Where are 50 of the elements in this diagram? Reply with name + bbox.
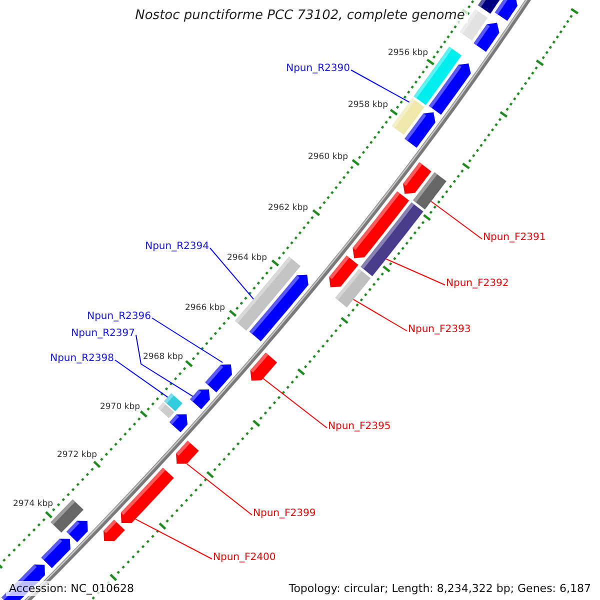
leader-line (210, 248, 254, 300)
gene-feature (190, 389, 210, 410)
gene-name-label: Npun_F2400 (213, 552, 276, 564)
leader-line (114, 360, 168, 398)
gene-name-label: Npun_R2396 (87, 311, 151, 323)
gene-feature (249, 274, 308, 342)
gene-feature (403, 162, 432, 194)
scale-label: 2964 kbp (226, 253, 268, 263)
gene-name-label: Npun_F2399 (253, 508, 316, 520)
leader-line (186, 463, 252, 516)
gene-feature (494, 0, 518, 21)
gene-name-label: Npun_R2394 (145, 241, 209, 253)
gene-feature (250, 352, 277, 381)
scale-label: 2972 kbp (56, 450, 98, 460)
leader-line (386, 258, 446, 286)
scale-label: 2974 kbp (12, 499, 54, 509)
gene-name-label: Npun_F2395 (328, 421, 391, 433)
gene-feature (335, 268, 371, 308)
scale-label: 2956 kbp (388, 48, 428, 58)
gene-name-label: Npun_R2398 (50, 353, 114, 365)
gene-feature (392, 98, 424, 135)
scale-label: 2968 kbp (142, 352, 184, 362)
leader-line (134, 518, 212, 560)
gene-feature (478, 0, 502, 14)
scale-label: 2966 kbp (184, 303, 226, 313)
gene-feature (41, 538, 70, 568)
gene-name-label: Npun_R2390 (286, 63, 350, 75)
gene-feature (428, 64, 471, 115)
gene-name-label: Npun_F2392 (446, 278, 509, 290)
leader-line (350, 70, 410, 103)
leader-line (262, 378, 328, 428)
scale-label: 2962 kbp (268, 203, 308, 213)
scale-label: 2970 kbp (100, 402, 140, 412)
gene-feature (120, 468, 174, 523)
gene-name-label: Npun_R2397 (71, 328, 135, 340)
gene-feature (169, 414, 188, 432)
gene-name-label: Npun_F2393 (408, 324, 471, 336)
gene-feature (104, 520, 125, 542)
leader-line (136, 334, 194, 397)
gene-feature (158, 402, 174, 418)
gene-feature (205, 364, 232, 392)
gene-feature (66, 520, 88, 542)
scale-label: 2960 kbp (308, 152, 348, 162)
leader-line (430, 200, 482, 240)
gene-name-label: Npun_F2391 (483, 232, 546, 244)
gene-feature (176, 440, 199, 464)
gene-feature (360, 202, 424, 276)
leader-line (152, 318, 224, 363)
leader-line (352, 298, 408, 332)
scale-label: 2958 kbp (348, 100, 388, 110)
